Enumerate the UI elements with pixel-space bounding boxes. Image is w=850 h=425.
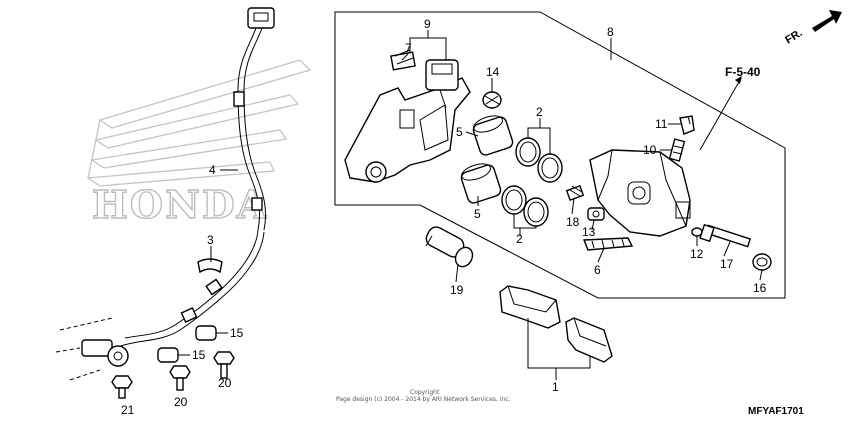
bolt-part-20-right (213, 351, 235, 379)
cable-guide-clip-lower (157, 347, 179, 363)
callout-4: 4 (209, 163, 216, 177)
front-arrow-icon (812, 10, 842, 32)
clamp-part (197, 258, 223, 274)
wheel-speed-sensor-part (81, 339, 129, 367)
callout-20-right: 20 (218, 376, 232, 390)
callout-15-upper: 15 (230, 326, 244, 340)
pin-boot-part-19 (425, 226, 474, 268)
pad-spring-part-6 (582, 237, 634, 251)
callout-12: 12 (690, 247, 704, 261)
bolt-part-21 (111, 375, 133, 399)
callout-19: 19 (450, 283, 464, 297)
leader-lines (178, 30, 763, 380)
copyright-line-2: Page design (c) 2004 - 2014 by ARI Netwo… (336, 396, 511, 403)
callout-2-upper: 2 (536, 105, 543, 119)
copyright-line-1: Copyright (410, 389, 440, 396)
caliper-assembly-boundary (334, 11, 786, 299)
reference-label: F-5-40 (725, 65, 761, 79)
callout-20-left: 20 (174, 395, 188, 409)
callout-11: 11 (655, 117, 668, 131)
callout-2-lower: 2 (516, 232, 523, 246)
callout-16: 16 (753, 281, 767, 295)
callout-6: 6 (594, 263, 601, 277)
honda-wing-watermark-logo: HONDA (86, 59, 312, 228)
cable-grommet-lower (251, 197, 263, 211)
pad-spring-part-7 (390, 49, 416, 71)
callout-14: 14 (486, 65, 500, 79)
callout-numbers: 1 2 2 3 4 5 5 6 7 8 9 10 11 12 13 14 15 … (121, 17, 767, 417)
cable-guide-a (205, 278, 223, 296)
caliper-bracket-part (344, 77, 471, 183)
callout-5-upper: 5 (456, 125, 463, 139)
honda-watermark-text: HONDA (92, 182, 268, 227)
pin-cap-part (752, 253, 772, 271)
piston-part-lower (460, 163, 502, 204)
callout-1: 1 (552, 380, 559, 394)
sensor-connector-part (247, 7, 275, 29)
callout-8: 8 (607, 25, 614, 39)
bleeder-valve-part (668, 138, 686, 162)
callout-7: 7 (405, 41, 412, 55)
callout-18: 18 (566, 215, 580, 229)
caliper-body-part (589, 149, 691, 237)
callout-13: 13 (582, 225, 596, 239)
slide-pin-part (699, 223, 752, 248)
callout-5-lower: 5 (474, 207, 481, 221)
bolt-part-20-left (169, 365, 191, 391)
bracket-boot-part (425, 59, 459, 109)
brake-pad-part-left (499, 285, 561, 329)
cable-guide-b (180, 307, 198, 323)
brake-pad-part-right (565, 317, 613, 363)
cable-grommet-upper (233, 91, 245, 107)
pad-pin-part-18 (565, 185, 585, 201)
callout-9: 9 (424, 17, 431, 31)
front-direction-indicator: FR. (783, 10, 842, 47)
front-direction-label: FR. (783, 27, 804, 47)
pin-plug-part-13 (587, 207, 605, 221)
pin-boot-part-14 (482, 91, 502, 109)
callout-10: 10 (643, 143, 657, 157)
piston-seal-set-upper (515, 137, 563, 183)
callout-15-lower: 15 (192, 348, 206, 362)
wheel-speed-sensor-cable (109, 7, 275, 357)
bleeder-cap-part (679, 115, 695, 135)
callout-3: 3 (207, 233, 214, 247)
piston-part-upper (472, 115, 514, 156)
cable-guide-clip-upper (195, 325, 217, 341)
diagram-code: MFYAF1701 (748, 406, 804, 417)
callout-17: 17 (720, 257, 734, 271)
callout-21: 21 (121, 403, 135, 417)
piston-seal-set-lower (501, 185, 549, 227)
